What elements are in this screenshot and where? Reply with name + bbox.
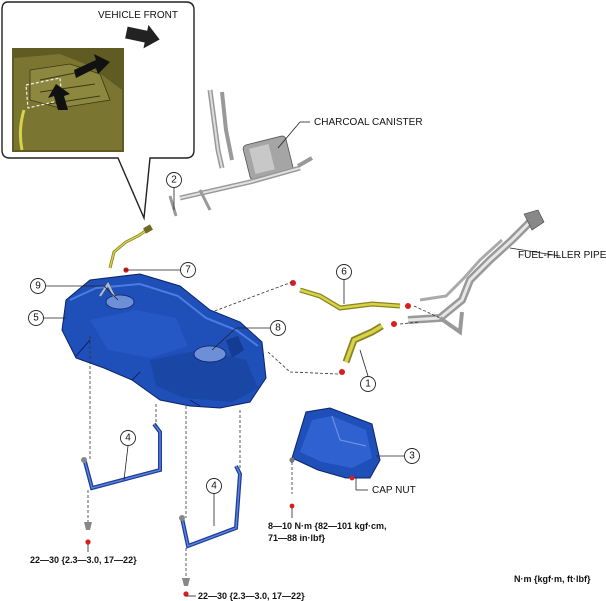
fuel-tank <box>61 273 267 409</box>
callout-7-number: 7 <box>185 265 191 276</box>
bolts <box>84 522 190 597</box>
cap-nut-marker <box>349 475 355 481</box>
leader-filler <box>509 247 561 257</box>
callout-9 <box>30 278 46 294</box>
fuel-filler-pipe-label: FUEL-FILLER PIPE <box>518 250 606 261</box>
tank-strap-left <box>81 422 162 491</box>
callout-6 <box>336 264 352 280</box>
callout-5 <box>28 310 44 326</box>
cap-nut-label: CAP NUT <box>372 485 416 496</box>
callout-4-right-number: 4 <box>211 481 217 492</box>
callout-2 <box>166 172 182 188</box>
callout-3-number: 3 <box>409 451 415 462</box>
insulator-bolt <box>289 503 295 509</box>
callout-8 <box>270 320 286 336</box>
callout-7 <box>180 262 196 278</box>
vehicle-front-arrow-icon <box>125 24 160 49</box>
callout-4-left-number: 4 <box>125 433 131 444</box>
hose-clips <box>123 267 411 375</box>
callout-2-number: 2 <box>171 175 177 186</box>
heat-insulator <box>289 407 381 479</box>
torque-main-line2: 71—88 in·lbf} <box>268 533 326 543</box>
callout-5-number: 5 <box>33 313 39 324</box>
charcoal-canister-label: CHARCOAL CANISTER <box>314 117 423 128</box>
charcoal-canister <box>168 89 313 217</box>
callout-4-left <box>120 430 136 446</box>
torque-main-line1: 8—10 N·m {82—101 kgf·cm, <box>268 521 387 531</box>
vent-hose-2 <box>108 226 151 269</box>
inset-detail: VEHICLE FRONT <box>1 1 195 221</box>
fuel-filler-pipe <box>407 209 545 336</box>
callout-6-number: 6 <box>341 267 347 278</box>
units-note: N·m {kgf·m, ft·lbf} <box>514 574 591 584</box>
inset-arrow-icon <box>74 54 110 78</box>
callout-3 <box>404 448 420 464</box>
callout-8-number: 8 <box>275 323 281 334</box>
torque-left-label: 22—30 {2.3—3.0, 17—22} <box>30 555 137 565</box>
callout-9-number: 9 <box>35 281 41 292</box>
callout-1 <box>360 376 376 392</box>
vehicle-front-label: VEHICLE FRONT <box>98 10 178 21</box>
inset-arrow-icon <box>48 84 70 110</box>
leader-canister <box>277 121 301 149</box>
callout-4-right <box>206 478 222 494</box>
torque-bottom-label: 22—30 {2.3—3.0, 17—22} <box>198 591 305 601</box>
callout-1-number: 1 <box>365 379 371 390</box>
tank-strap-right <box>179 465 243 549</box>
inset-hose <box>18 109 26 151</box>
